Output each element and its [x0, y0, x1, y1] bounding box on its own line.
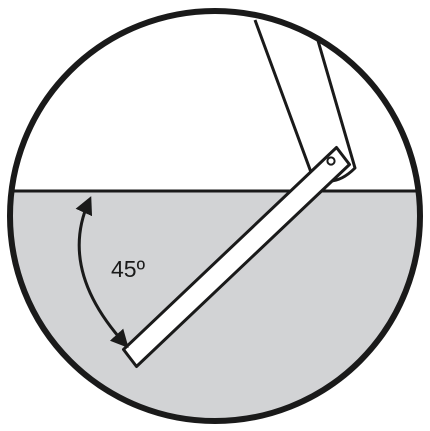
outer-circle — [7, 8, 423, 424]
angle-arc-arrow — [75, 196, 129, 349]
liquid-region — [10, 191, 420, 421]
circle-contents — [10, 19, 420, 421]
angle-label: 45º — [111, 256, 146, 282]
tilted-rod — [122, 146, 351, 368]
pivot-pin — [326, 156, 336, 166]
